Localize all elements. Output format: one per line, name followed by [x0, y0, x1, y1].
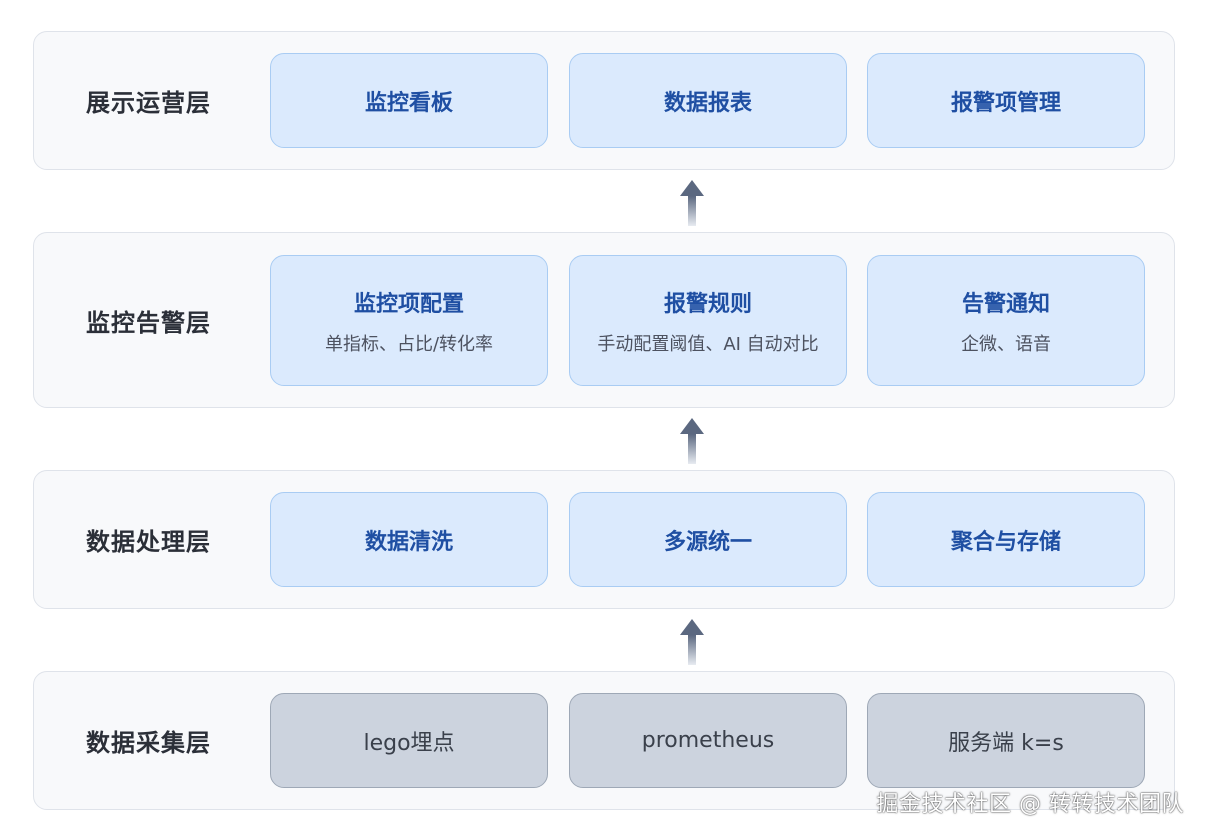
watermark: 掘金技术社区 @ 转转技术团队: [876, 792, 1184, 817]
card-title: 报警项管理: [950, 90, 1061, 116]
card-subtitle: 企微、语音: [961, 333, 1051, 355]
up-arrow-icon: [680, 180, 704, 226]
layer-data-collection: 数据采集层 lego埋点 prometheus 服务端 k=s: [33, 671, 1175, 810]
card-title: prometheus: [641, 728, 775, 753]
card-aggregation-storage: 聚合与存储: [867, 492, 1145, 587]
layer-title: 展示运营层: [86, 89, 211, 117]
layer-presentation: 展示运营层 监控看板 数据报表 报警项管理: [33, 31, 1175, 170]
card-data-cleaning: 数据清洗: [270, 492, 548, 587]
card-title: lego埋点: [363, 730, 455, 756]
layer-title: 数据处理层: [86, 528, 211, 556]
card-title: 监控项配置: [353, 291, 464, 317]
card-alert-notification: 告警通知 企微、语音: [867, 255, 1145, 386]
card-subtitle: 手动配置阈值、AI 自动对比: [597, 333, 819, 355]
card-title: 监控看板: [364, 90, 453, 116]
card-data-report: 数据报表: [569, 53, 847, 148]
card-title: 数据清洗: [364, 529, 453, 555]
layer-title: 数据采集层: [86, 729, 211, 757]
card-monitor-config: 监控项配置 单指标、占比/转化率: [270, 255, 548, 386]
card-alert-management: 报警项管理: [867, 53, 1145, 148]
layer-title: 监控告警层: [86, 308, 211, 337]
card-title: 服务端 k=s: [948, 730, 1064, 756]
card-multi-source: 多源统一: [569, 492, 847, 587]
card-title: 报警规则: [663, 291, 752, 317]
card-alert-rules: 报警规则 手动配置阈值、AI 自动对比: [569, 255, 847, 386]
card-prometheus: prometheus: [569, 693, 847, 788]
layer-data-processing: 数据处理层 数据清洗 多源统一 聚合与存储: [33, 470, 1175, 609]
card-title: 告警通知: [961, 291, 1050, 317]
layer-monitoring-alerting: 监控告警层 监控项配置 单指标、占比/转化率 报警规则 手动配置阈值、AI 自动…: [33, 232, 1175, 408]
card-title: 聚合与存储: [950, 529, 1061, 555]
up-arrow-icon: [680, 619, 704, 665]
card-title: 数据报表: [663, 90, 752, 116]
card-dashboard: 监控看板: [270, 53, 548, 148]
card-title: 多源统一: [663, 529, 752, 555]
card-lego-tracking: lego埋点: [270, 693, 548, 788]
card-server-side: 服务端 k=s: [867, 693, 1145, 788]
up-arrow-icon: [680, 418, 704, 464]
card-subtitle: 单指标、占比/转化率: [324, 333, 494, 355]
